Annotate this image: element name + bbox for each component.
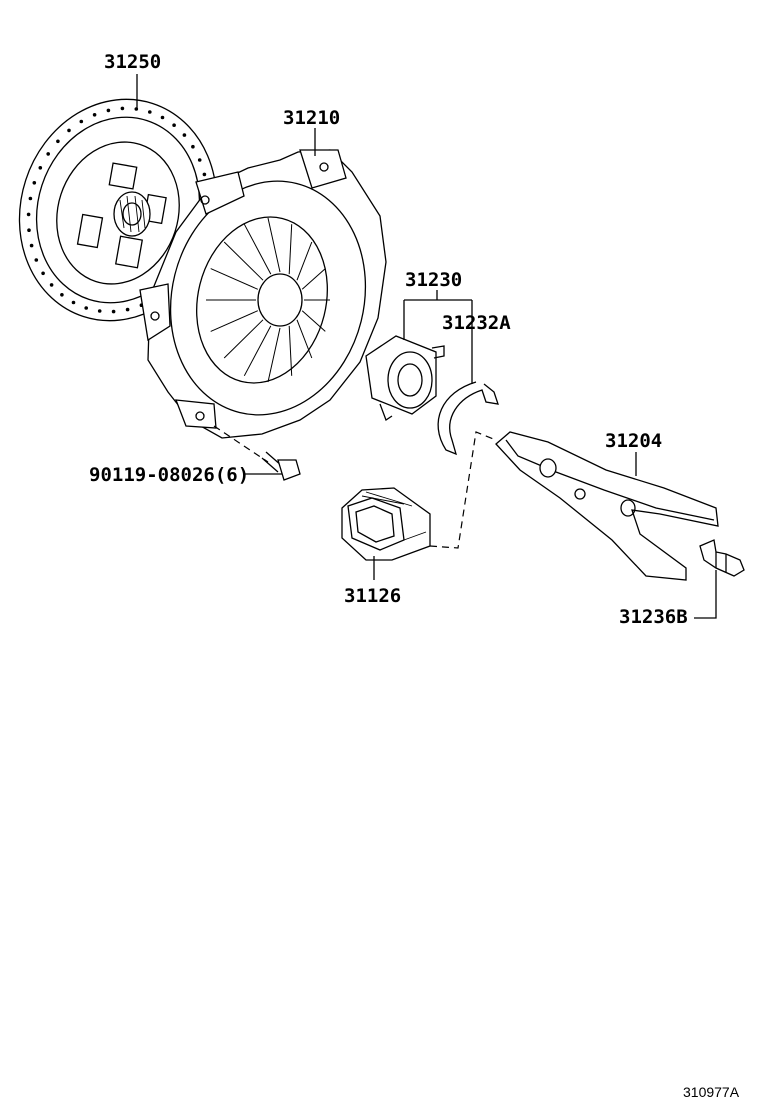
disc-rivet bbox=[79, 119, 84, 124]
disc-rivet bbox=[71, 300, 76, 305]
disc-rivet bbox=[197, 158, 202, 162]
disc-rivet bbox=[38, 166, 43, 170]
disc-rivet bbox=[67, 128, 71, 133]
label-31232A: 31232A bbox=[442, 312, 511, 334]
disc-rivet bbox=[202, 172, 207, 177]
callout-labels: 31250 31210 31230 31232A 31204 31126 312… bbox=[89, 51, 740, 1100]
diaphragm-finger bbox=[288, 224, 293, 275]
disc-rivet bbox=[28, 196, 33, 201]
disc-rivet bbox=[182, 133, 187, 137]
disc-rivet bbox=[148, 110, 152, 114]
disc-rivet bbox=[125, 307, 130, 312]
disc-rivet bbox=[172, 123, 176, 127]
diaphragm-finger bbox=[243, 325, 272, 377]
diaphragm-finger bbox=[223, 319, 264, 359]
label-31204: 31204 bbox=[605, 430, 662, 452]
disc-rivet bbox=[60, 293, 64, 297]
disc-rivet bbox=[32, 181, 37, 185]
diaphragm-finger bbox=[243, 223, 272, 275]
diaphragm-finger bbox=[301, 268, 326, 290]
disc-rivet bbox=[29, 243, 34, 248]
diaphragm-finger bbox=[223, 241, 264, 281]
diaphragm-finger bbox=[210, 268, 259, 290]
clutch-disc[interactable] bbox=[0, 74, 245, 347]
bearing-clip[interactable] bbox=[437, 381, 499, 456]
disc-rivet bbox=[92, 113, 97, 117]
fork-boot[interactable] bbox=[341, 431, 497, 561]
disc-rivet bbox=[46, 152, 50, 156]
diaphragm-finger bbox=[267, 217, 281, 273]
diaphragm-finger bbox=[267, 327, 281, 383]
release-bearing[interactable] bbox=[365, 335, 445, 421]
disc-rivet bbox=[120, 106, 125, 111]
disc-rivet bbox=[56, 139, 60, 144]
disc-rivet bbox=[34, 258, 39, 262]
disc-rivet bbox=[41, 271, 45, 276]
diaphragm-finger bbox=[296, 241, 313, 281]
disc-rivet bbox=[134, 107, 139, 111]
label-31230: 31230 bbox=[405, 269, 462, 291]
diaphragm-finger bbox=[296, 319, 313, 359]
disc-rivet bbox=[111, 309, 116, 314]
label-90119-08026: 90119-08026(6) bbox=[89, 464, 249, 486]
fork-pivot[interactable] bbox=[699, 539, 745, 577]
diaphragm-finger bbox=[301, 310, 326, 332]
disc-rivet bbox=[160, 115, 165, 120]
release-fork[interactable] bbox=[495, 431, 719, 581]
diaphragm-finger bbox=[288, 325, 293, 376]
disc-rivet bbox=[26, 212, 31, 217]
disc-rivet bbox=[106, 108, 111, 113]
label-31236B: 31236B bbox=[619, 606, 688, 628]
disc-rivet bbox=[84, 306, 88, 310]
diagram-code: 310977A bbox=[683, 1084, 740, 1100]
diaphragm-finger bbox=[210, 310, 259, 332]
disc-rivet bbox=[191, 144, 195, 149]
label-31250: 31250 bbox=[104, 51, 161, 73]
label-31126: 31126 bbox=[344, 585, 401, 607]
disc-rivet bbox=[49, 283, 54, 287]
disc-rivet bbox=[97, 309, 102, 313]
disc-rivet bbox=[27, 228, 31, 232]
cover-bolt[interactable] bbox=[213, 425, 301, 481]
leader-lines bbox=[136, 74, 717, 619]
label-31210: 31210 bbox=[283, 107, 340, 129]
